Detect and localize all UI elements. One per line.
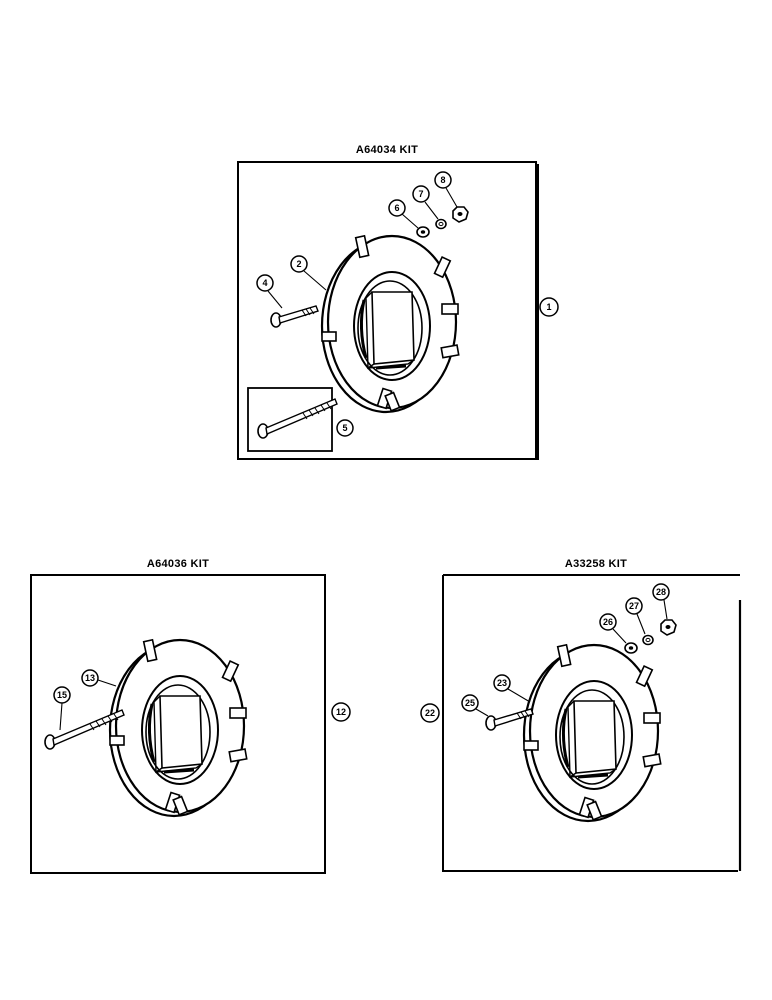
hex-nut	[452, 206, 469, 223]
svg-text:15: 15	[57, 690, 67, 700]
callout-bolt: 4	[256, 274, 283, 309]
svg-text:6: 6	[394, 203, 399, 213]
carriage-bolt	[270, 305, 319, 328]
svg-text:13: 13	[85, 673, 95, 683]
callout-washer: 26	[599, 613, 627, 644]
kit-frame	[442, 574, 740, 872]
kit-title: A64036 KIT	[147, 558, 209, 570]
svg-text:23: 23	[497, 678, 507, 688]
svg-text:25: 25	[465, 698, 475, 708]
svg-text:26: 26	[603, 617, 613, 627]
kit-a64036: A64036 KIT 12 13 15	[30, 558, 351, 874]
flat-washer	[624, 642, 638, 654]
flat-washer	[416, 226, 430, 238]
lock-washer	[642, 634, 654, 646]
callout-nut: 28	[652, 583, 670, 620]
callout-weight: 13	[81, 669, 117, 687]
callout-weight: 2	[290, 255, 327, 291]
wheel-weight	[108, 638, 249, 818]
kit-frame	[30, 574, 326, 874]
callout-nut: 8	[434, 171, 458, 208]
callout-bolt: 25	[461, 694, 489, 717]
hex-nut	[660, 619, 677, 636]
svg-text:7: 7	[418, 189, 423, 199]
callout-lock-washer: 7	[412, 185, 439, 220]
wheel-weight	[522, 643, 663, 823]
svg-text:1: 1	[546, 302, 551, 312]
svg-text:27: 27	[629, 601, 639, 611]
svg-text:8: 8	[440, 175, 445, 185]
lock-washer	[435, 218, 447, 230]
svg-text:22: 22	[425, 708, 435, 718]
svg-text:12: 12	[336, 707, 346, 717]
svg-text:2: 2	[296, 259, 301, 269]
wheel-weight	[320, 234, 461, 414]
kit-frame	[237, 161, 537, 460]
callout-bolt: 15	[53, 686, 71, 731]
callout-kit: 1	[539, 297, 559, 317]
kit-title: A64034 KIT	[356, 144, 418, 156]
kit-a33258: A33258 KIT 22 23 25 26 27	[420, 558, 742, 872]
kit-a64034: A64034 KIT 1 2 4 5	[237, 144, 559, 460]
alternate-bolt-inset	[247, 387, 333, 452]
callout-lock-washer: 27	[625, 597, 646, 635]
callout-washer: 6	[388, 199, 419, 229]
callout-weight: 23	[493, 674, 531, 703]
svg-text:5: 5	[342, 423, 347, 433]
kit-title: A33258 KIT	[565, 558, 627, 570]
svg-text:28: 28	[656, 587, 666, 597]
long-carriage-bolt	[257, 398, 338, 439]
callout-kit: 12	[331, 702, 351, 722]
callout-alt-bolt: 5	[336, 419, 354, 437]
callout-kit: 22	[420, 703, 440, 723]
svg-text:4: 4	[262, 278, 267, 288]
